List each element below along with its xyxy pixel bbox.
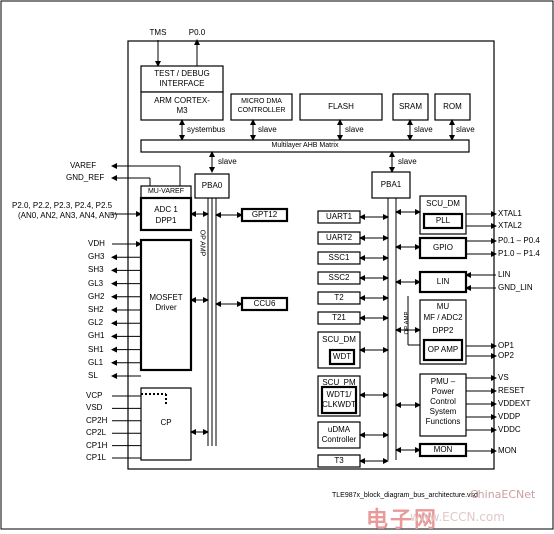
- scu-dm-right-label: SCU_DM: [426, 199, 460, 208]
- slave-label-4: slave: [456, 125, 475, 134]
- arm-box: [140, 91, 224, 121]
- pin-cp2h: CP2H: [86, 415, 108, 425]
- pin-sl: SL: [88, 371, 98, 380]
- scu-pm-label: SCU_PM: [322, 378, 356, 387]
- ccu6-label: CCU6: [253, 299, 276, 308]
- pin-p00: P0.0: [188, 28, 206, 37]
- dpp1-label: DPP1: [155, 216, 177, 225]
- gpt12-label: GPT12: [251, 210, 278, 219]
- pin-vddext: VDDEXT: [498, 399, 531, 408]
- pin-xtal2: XTAL2: [498, 221, 522, 230]
- pin-sh2: SH2: [88, 305, 104, 314]
- pin-tms: TMS: [149, 28, 167, 37]
- pin-p0: P0.1 – P0.4: [498, 236, 540, 245]
- pin-lin: LIN: [498, 270, 511, 279]
- pin-gl1: GL1: [88, 357, 104, 367]
- slave-label-6: slave: [398, 157, 417, 166]
- ahb-box: [140, 139, 470, 153]
- pin-gnd-lin: GND_LIN: [498, 283, 533, 292]
- cp-label: CP: [160, 418, 172, 427]
- test-debug-label: TEST / DEBUG INTERFACE: [154, 69, 210, 88]
- microdma-label: MICRO DMA CONTROLLER: [237, 98, 286, 114]
- pin-cp1l: CP1L: [86, 453, 107, 462]
- pba0-label: PBA0: [201, 181, 223, 190]
- mosfet-label: MOSFET Driver: [149, 293, 183, 312]
- mf-adc2-label: MF / ADC2: [423, 313, 463, 322]
- pin-xtal1: XTAL1: [498, 209, 522, 218]
- pin-p1: P1.0 – P1.4: [498, 249, 540, 258]
- watermark-small: ChinaECNet: [470, 488, 536, 501]
- mu-varef-label: MU-VAREF: [147, 188, 185, 195]
- pin-gnd-ref: GND_REF: [66, 173, 105, 182]
- pba1-peripherals: [317, 210, 361, 468]
- arm-label: ARM CORTEX-M3: [154, 96, 210, 115]
- test-debug-box: [140, 65, 224, 93]
- file-name-caption: TLE987x_block_diagram_bus_architecture.v…: [332, 492, 478, 499]
- watermark-url: www.ECCN.com: [410, 510, 505, 524]
- pin-mon: MON: [498, 446, 517, 455]
- pba0-box: [194, 173, 230, 199]
- pin-reset: RESET: [498, 386, 525, 395]
- pin-sh3: SH3: [88, 265, 104, 275]
- pin-gh1: GH1: [88, 331, 105, 341]
- wdt1-label: WDT1/ CLKWDT: [322, 390, 356, 409]
- microdma-box: [230, 93, 293, 121]
- ssc2-label: SSC2: [328, 273, 350, 282]
- sram-label: SRAM: [398, 102, 423, 111]
- pin-vdh: VDH: [88, 239, 105, 248]
- watermark-logo: 电子网: [366, 508, 439, 533]
- adc1-label: ADC 1: [154, 205, 178, 214]
- uart1-label: UART1: [325, 212, 353, 221]
- rom-label: ROM: [443, 102, 462, 111]
- udma-label: uDMA Controller: [321, 425, 357, 444]
- scu-dm-left-label: SCU_DM: [322, 335, 356, 344]
- ssc1-label: SSC1: [328, 253, 350, 262]
- op-amp-vertical-label: OP AMP: [198, 229, 206, 257]
- pba1-box: [371, 171, 411, 199]
- pmu-label: PMU – Power Control System Functions: [425, 377, 461, 426]
- slave-label-3: slave: [414, 125, 433, 134]
- sram-box: [392, 93, 429, 121]
- slave-label-2: slave: [345, 125, 364, 134]
- pin-vsd: VSD: [86, 403, 103, 413]
- pin-gh3: GH3: [88, 252, 105, 262]
- pin-sh1: SH1: [88, 344, 104, 354]
- pin-op2: OP2: [498, 351, 515, 360]
- pin-gl2: GL2: [88, 318, 104, 328]
- pin-vddc: VDDC: [498, 425, 521, 434]
- flash-label: FLASH: [328, 102, 354, 111]
- gpio-label: GPIO: [432, 243, 453, 252]
- pin-an-list: (AN0, AN2, AN3, AN4, AN5): [18, 211, 118, 220]
- op-amp-label: OP AMP: [427, 345, 459, 354]
- slave-label-5: slave: [218, 157, 237, 166]
- pin-cp1h: CP1H: [86, 440, 108, 450]
- pin-op1: OP1: [498, 341, 515, 350]
- wdt-label: WDT: [332, 352, 352, 361]
- t3-label: T3: [334, 456, 344, 465]
- pll-label: PLL: [435, 216, 451, 225]
- mu-label: MU: [436, 302, 450, 311]
- dpp2-label: DPP2: [432, 326, 454, 335]
- pin-vcp: VCP: [86, 391, 103, 400]
- pin-vs: VS: [498, 373, 509, 382]
- mon-label: MON: [433, 445, 453, 454]
- mosfet-box: [139, 238, 193, 372]
- systembus-label: systembus: [187, 125, 226, 134]
- op-amp-vertical-label-2: OP AMP: [404, 311, 411, 335]
- pin-varef: VAREF: [70, 161, 97, 170]
- pin-p2-list: P2.0, P2.2, P2.3, P2.4, P2.5: [12, 201, 113, 210]
- t2-label: T2: [334, 293, 344, 302]
- ahb-label: Multilayer AHB Matrix: [271, 142, 339, 149]
- pin-cp2l: CP2L: [86, 428, 107, 438]
- pin-vddp: VDDP: [498, 412, 521, 421]
- t21-label: T21: [332, 313, 346, 322]
- pin-gh2: GH2: [88, 291, 105, 301]
- pin-gl3: GL3: [88, 278, 104, 288]
- uart2-label: UART2: [325, 233, 353, 242]
- lin-label: LIN: [436, 277, 450, 286]
- pba1-label: PBA1: [380, 180, 402, 189]
- slave-label-1: slave: [258, 125, 277, 134]
